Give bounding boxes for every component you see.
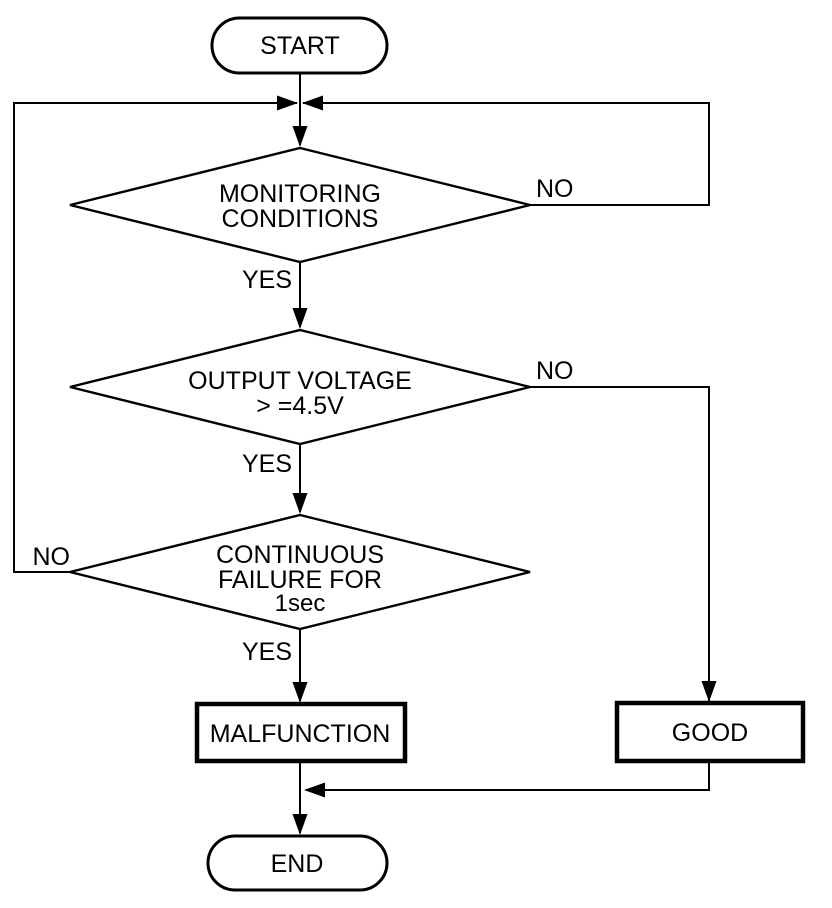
edge-line <box>13 102 297 573</box>
edge-monitoring-yes <box>292 262 308 329</box>
edge-failure-no-return <box>13 95 298 573</box>
arrow-left-icon <box>304 782 325 798</box>
node-output-voltage: OUTPUT VOLTAGE > =4.5V <box>69 328 531 446</box>
end-label: END <box>271 850 324 878</box>
node-end: END <box>206 834 389 892</box>
node-malfunction: MALFUNCTION <box>194 701 408 764</box>
arrow-down-icon <box>292 814 308 835</box>
label-voltage-no: NO <box>536 357 574 385</box>
node-monitoring-conditions: MONITORING CONDITIONS <box>69 146 531 264</box>
failure-label-line2: FAILURE FOR <box>218 566 382 594</box>
edge-voltage-no-to-good <box>530 386 717 702</box>
arrow-down-icon <box>292 308 308 329</box>
failure-diamond-shape <box>69 513 531 631</box>
failure-label-line3: 1sec <box>275 590 326 617</box>
arrow-down-icon <box>292 493 308 514</box>
label-monitoring-yes: YES <box>242 266 292 294</box>
edge-line <box>530 386 710 701</box>
arrow-down-icon <box>701 681 717 702</box>
node-start: START <box>210 16 389 75</box>
good-label: GOOD <box>672 719 748 747</box>
edge-start-to-monitoring <box>292 73 308 147</box>
arrow-left-icon <box>302 95 323 111</box>
failure-label-line1: CONTINUOUS <box>216 541 384 569</box>
monitoring-label-line1: MONITORING <box>219 180 381 208</box>
malfunction-box-shape <box>194 701 408 764</box>
edge-failure-yes <box>292 629 308 703</box>
edge-malfunction-to-end <box>292 761 308 835</box>
label-monitoring-no: NO <box>536 175 574 203</box>
voltage-label-line1: OUTPUT VOLTAGE <box>188 367 412 395</box>
arrow-down-icon <box>292 126 308 147</box>
voltage-label-line2: > =4.5V <box>256 392 344 420</box>
node-continuous-failure: CONTINUOUS FAILURE FOR 1sec <box>69 513 531 631</box>
malfunction-label: MALFUNCTION <box>210 720 391 748</box>
edge-line <box>306 761 710 791</box>
monitoring-diamond-shape <box>69 146 531 264</box>
start-shape <box>210 16 389 75</box>
edge-voltage-yes <box>292 444 308 514</box>
good-box-shape <box>614 700 806 764</box>
label-failure-yes: YES <box>242 638 292 666</box>
end-shape <box>206 834 389 892</box>
arrow-right-icon <box>277 95 298 111</box>
edge-good-to-merge <box>304 761 710 798</box>
edge-monitoring-no-return <box>302 95 710 206</box>
monitoring-label-line2: CONDITIONS <box>222 205 379 233</box>
label-voltage-yes: YES <box>242 450 292 478</box>
edge-line <box>303 102 710 206</box>
arrow-down-icon <box>292 682 308 703</box>
node-good: GOOD <box>614 700 806 764</box>
label-failure-no: NO <box>33 543 71 571</box>
voltage-diamond-shape <box>69 328 531 446</box>
start-label: START <box>260 32 340 60</box>
